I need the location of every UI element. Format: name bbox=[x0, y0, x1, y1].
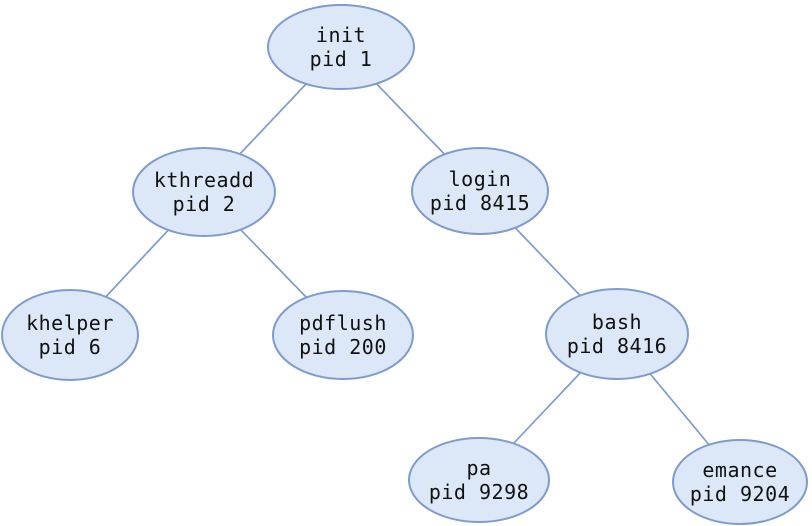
node-pa-label: pa pid 9298 bbox=[429, 456, 529, 504]
node-login-shape bbox=[411, 147, 549, 235]
process-pid: pid 6 bbox=[38, 335, 102, 359]
node-init-shape bbox=[267, 4, 415, 90]
process-name: khelper bbox=[26, 311, 114, 335]
process-pid: pid 9204 bbox=[689, 482, 791, 506]
process-name: pa bbox=[466, 456, 492, 480]
node-khelper-label: khelper pid 6 bbox=[26, 311, 114, 359]
node-kthreadd-shape bbox=[132, 147, 276, 237]
process-pid: pid 8415 bbox=[429, 191, 531, 215]
process-name: kthreadd bbox=[153, 168, 255, 192]
nodes-layer bbox=[1, 4, 808, 525]
process-pid: pid 2 bbox=[172, 192, 236, 216]
node-init-label: init pid 1 bbox=[310, 23, 373, 71]
process-pid: pid 1 bbox=[309, 47, 373, 71]
node-bash-label: bash pid 8416 bbox=[567, 310, 667, 358]
node-bash-shape bbox=[545, 288, 689, 380]
node-pdflush-shape bbox=[272, 290, 414, 380]
process-name: login bbox=[448, 167, 512, 191]
process-name: init bbox=[315, 23, 367, 47]
node-emance-label: emance pid 9204 bbox=[690, 458, 790, 506]
node-pdflush-label: pdflush pid 200 bbox=[299, 311, 387, 359]
node-pa-shape bbox=[408, 437, 550, 523]
process-name: emance bbox=[702, 458, 778, 482]
process-pid: pid 9298 bbox=[428, 480, 530, 504]
node-khelper-shape bbox=[1, 289, 139, 381]
process-name: pdflush bbox=[299, 311, 387, 335]
process-pid: pid 200 bbox=[299, 335, 387, 359]
node-kthreadd-label: kthreadd pid 2 bbox=[154, 168, 254, 216]
node-login-label: login pid 8415 bbox=[430, 167, 530, 215]
process-pid: pid 8416 bbox=[566, 334, 668, 358]
node-emance-shape bbox=[672, 439, 808, 525]
process-name: bash bbox=[591, 310, 643, 334]
edges-layer bbox=[69, 46, 741, 483]
